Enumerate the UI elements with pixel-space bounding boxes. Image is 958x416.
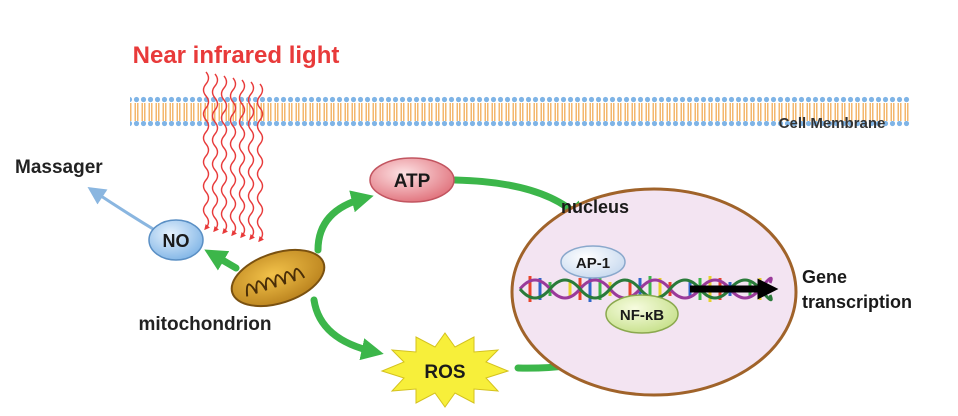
ap1-label: AP-1 [576,255,610,272]
ros-label: ROS [424,362,465,383]
cell-membrane [130,95,910,129]
atp-label: ATP [394,171,431,192]
no-node [148,219,204,261]
mito-to-atp-arrow [314,190,374,254]
nfkb-node [605,294,679,334]
ap1-node [560,245,626,279]
gene-label-line1: Gene [802,267,847,287]
mitochondrion-icon [230,248,326,308]
nfkb-label: NF-κB [620,307,664,324]
no-label: NO [163,231,190,251]
cell-membrane-label: Cell Membrane [779,115,886,132]
infrared-light-rays [202,71,264,243]
nucleus-label: nucleus [561,197,629,217]
no-to-massager-arrow [87,187,159,234]
ros-burst [380,332,510,408]
massager-label: Massager [15,157,103,178]
atp-node [369,157,455,203]
mito-to-no-arrow [204,249,240,272]
nucleus-membrane [510,187,798,397]
pathway-arrows [204,176,635,372]
mito-to-ros-arrow [310,296,384,361]
mitochondrion-label: mitochondrion [139,314,272,335]
near-infrared-light-label: Near infrared light [133,42,340,69]
gene-label-line2: transcription [802,292,912,312]
